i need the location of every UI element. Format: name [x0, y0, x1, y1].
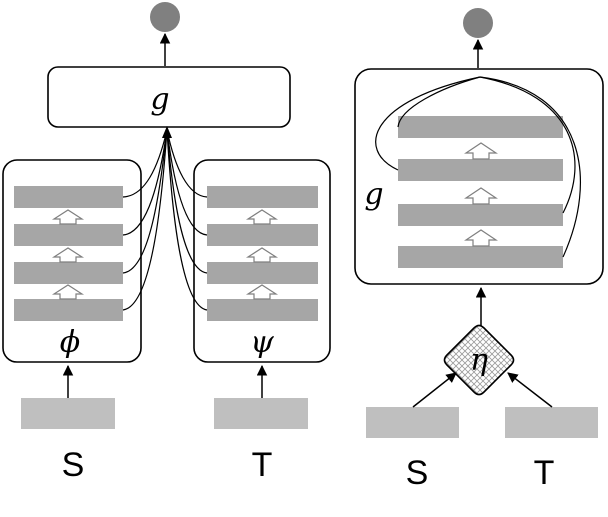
source-up-arrow-icon-1: [51, 209, 85, 225]
left-model: g ϕ ψ: [2, 2, 331, 484]
target-encoder-layer-1: [207, 186, 318, 208]
target-encoder-layer-4: [207, 299, 318, 321]
right-up-arrow-icon-3: [464, 229, 498, 247]
source-encoder-layer-2: [14, 224, 123, 246]
source-up-arrow-icon-2: [51, 247, 85, 263]
right-head-layer-3: [398, 204, 563, 226]
left-head-label: g: [150, 82, 169, 117]
right-source-label: S: [406, 454, 429, 492]
source-encoder-layer-3: [14, 262, 123, 284]
target-up-arrow-icon-2: [245, 247, 279, 263]
left-source-input: [21, 398, 115, 429]
target-up-arrow-icon-1: [245, 209, 279, 225]
right-up-arrow-icon-2: [464, 187, 498, 205]
right-head-label: g: [364, 177, 383, 212]
left-source-label: S: [62, 446, 85, 484]
fusion-diamond: [443, 324, 515, 396]
right-target-input: [505, 407, 598, 438]
right-target-input-arrow: [507, 372, 553, 408]
right-skip-connections: [375, 76, 581, 258]
source-encoder-label: ϕ: [60, 325, 80, 360]
right-output-node: [463, 8, 493, 38]
right-head-layer-4: [398, 246, 563, 268]
left-target-input: [214, 398, 308, 429]
right-head-layer-2: [398, 159, 563, 181]
target-encoder-layer-2: [207, 224, 318, 246]
left-target-label: T: [252, 446, 273, 484]
right-head-layer-1: [398, 116, 563, 138]
target-up-arrow-icon-3: [245, 284, 279, 300]
left-skip-connections: [122, 129, 208, 311]
right-source-input-arrow: [412, 372, 457, 408]
right-target-label: T: [534, 454, 555, 492]
fusion-label: η: [470, 343, 488, 378]
right-source-input: [366, 407, 459, 438]
target-encoder-label: ψ: [250, 325, 274, 360]
left-output-node: [150, 2, 180, 32]
left-head-box: [47, 66, 291, 128]
source-encoder-layer-1: [14, 186, 123, 208]
target-encoder-layer-3: [207, 262, 318, 284]
source-encoder-layer-4: [14, 299, 123, 321]
right-model: g η S T: [354, 8, 604, 492]
source-up-arrow-icon-3: [51, 284, 85, 300]
left-head-input-arrowhead: [162, 126, 172, 138]
right-up-arrow-icon-1: [464, 142, 498, 160]
